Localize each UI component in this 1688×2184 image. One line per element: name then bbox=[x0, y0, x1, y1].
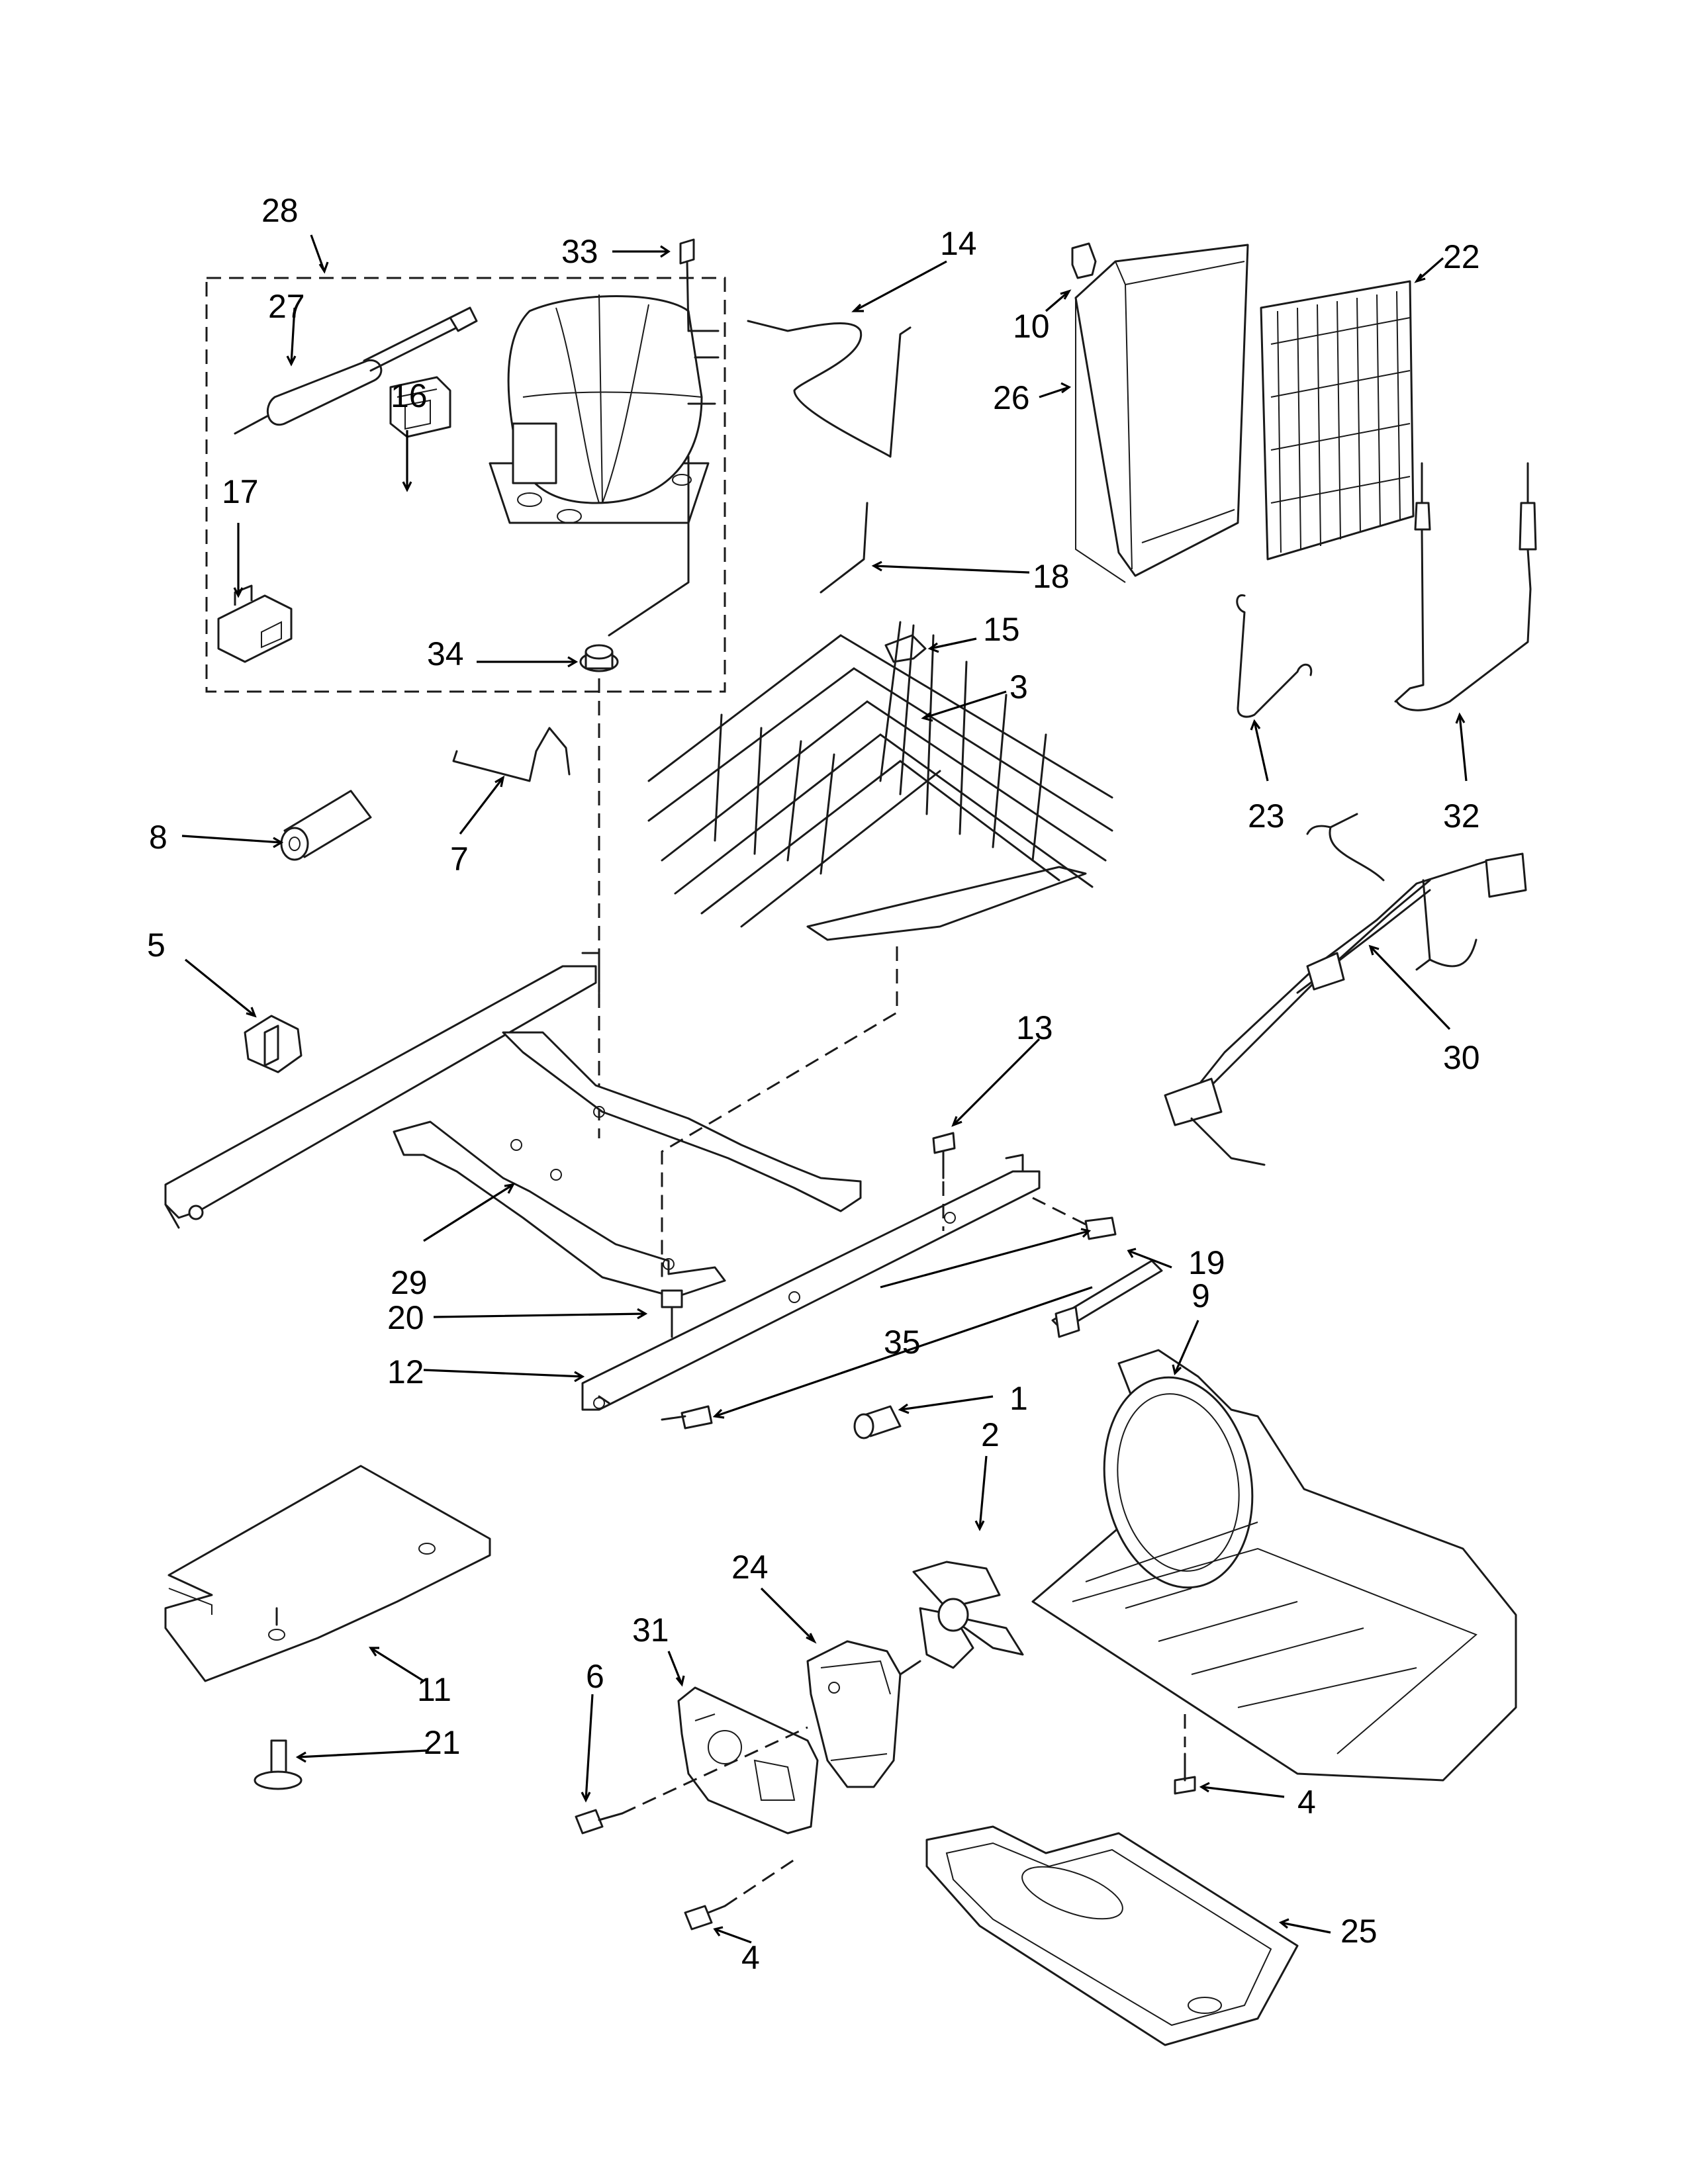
condenser-shroud bbox=[1074, 244, 1249, 583]
callout-4-lower: 4 bbox=[741, 1939, 760, 1976]
grommet-34 bbox=[579, 455, 690, 672]
callout-26: 26 bbox=[993, 379, 1030, 416]
callout-16: 16 bbox=[391, 377, 428, 414]
callout-20: 20 bbox=[387, 1299, 424, 1336]
drain-pan bbox=[925, 1825, 1299, 2046]
screw-35-right bbox=[1032, 1197, 1117, 1240]
tube-14 bbox=[747, 320, 912, 458]
wire-spring bbox=[452, 727, 571, 782]
callout-29: 29 bbox=[391, 1264, 428, 1301]
callout-8: 8 bbox=[149, 819, 167, 856]
callout-25: 25 bbox=[1340, 1913, 1378, 1950]
frame bbox=[164, 952, 862, 1298]
callout-1: 1 bbox=[1009, 1380, 1028, 1417]
callout-10: 10 bbox=[1013, 308, 1050, 345]
callout-3: 3 bbox=[1009, 668, 1028, 705]
screw-4-lower bbox=[684, 1858, 795, 1931]
leader-lines bbox=[181, 234, 1468, 1944]
fan-base bbox=[1031, 1349, 1517, 1782]
bracket-12 bbox=[581, 1154, 1041, 1411]
relay bbox=[389, 376, 451, 438]
callout-2: 2 bbox=[981, 1416, 1000, 1453]
callout-15: 15 bbox=[983, 611, 1020, 648]
callout-32: 32 bbox=[1443, 797, 1480, 835]
kit-boundary bbox=[205, 277, 726, 693]
drier-tube bbox=[1394, 462, 1537, 711]
screw-4-right bbox=[1174, 1714, 1196, 1795]
callout-22: 22 bbox=[1443, 238, 1480, 275]
callout-11: 11 bbox=[417, 1671, 451, 1708]
screw-35-left bbox=[661, 1405, 713, 1430]
leveler bbox=[254, 1607, 303, 1790]
callout-9: 9 bbox=[1192, 1277, 1210, 1314]
stud-screw bbox=[679, 238, 695, 332]
screw-13 bbox=[932, 1132, 956, 1231]
fan-blade bbox=[912, 1561, 1024, 1669]
insulation-panel bbox=[164, 1465, 491, 1682]
callout-34: 34 bbox=[427, 635, 464, 672]
callout-21: 21 bbox=[424, 1724, 461, 1761]
callout-4-right: 4 bbox=[1297, 1784, 1316, 1821]
wire-harness bbox=[1164, 813, 1527, 1166]
callout-35: 35 bbox=[884, 1324, 921, 1361]
clip-10 bbox=[1071, 242, 1097, 279]
callout-12: 12 bbox=[387, 1353, 424, 1390]
callout-23: 23 bbox=[1248, 797, 1285, 835]
clip-5 bbox=[244, 1015, 303, 1073]
callout-5: 5 bbox=[147, 927, 165, 964]
assembly-line-3 bbox=[661, 946, 898, 1284]
callout-24: 24 bbox=[731, 1549, 769, 1586]
wire-hanger bbox=[1236, 594, 1313, 718]
callout-28: 28 bbox=[261, 192, 299, 229]
condenser-coil bbox=[647, 621, 1113, 941]
callout-14: 14 bbox=[940, 225, 977, 262]
callout-19: 19 bbox=[1188, 1244, 1225, 1281]
callout-6: 6 bbox=[586, 1658, 604, 1695]
compressor bbox=[489, 294, 720, 524]
grommet-1 bbox=[853, 1405, 902, 1439]
callout-27: 27 bbox=[268, 288, 305, 325]
drier bbox=[234, 306, 478, 435]
condenser bbox=[1260, 280, 1415, 561]
clip-15 bbox=[884, 634, 927, 663]
cable-tie bbox=[1051, 1259, 1163, 1338]
callout-30: 30 bbox=[1443, 1039, 1480, 1076]
callout-31: 31 bbox=[632, 1612, 669, 1649]
callout-18: 18 bbox=[1033, 558, 1070, 595]
tube-18 bbox=[820, 502, 868, 594]
callout-33: 33 bbox=[561, 233, 598, 270]
callout-17: 17 bbox=[222, 473, 259, 510]
screw-20 bbox=[661, 1289, 683, 1338]
callout-7: 7 bbox=[450, 841, 469, 878]
screw-6 bbox=[575, 1726, 808, 1835]
motor-bracket bbox=[677, 1686, 819, 1835]
insulation-tube bbox=[280, 790, 372, 861]
callout-13: 13 bbox=[1016, 1009, 1053, 1046]
callout-labels: 28 33 14 22 27 10 26 16 17 18 15 34 3 23… bbox=[147, 192, 1480, 1976]
overload bbox=[217, 584, 293, 663]
fan-motor bbox=[806, 1640, 921, 1788]
